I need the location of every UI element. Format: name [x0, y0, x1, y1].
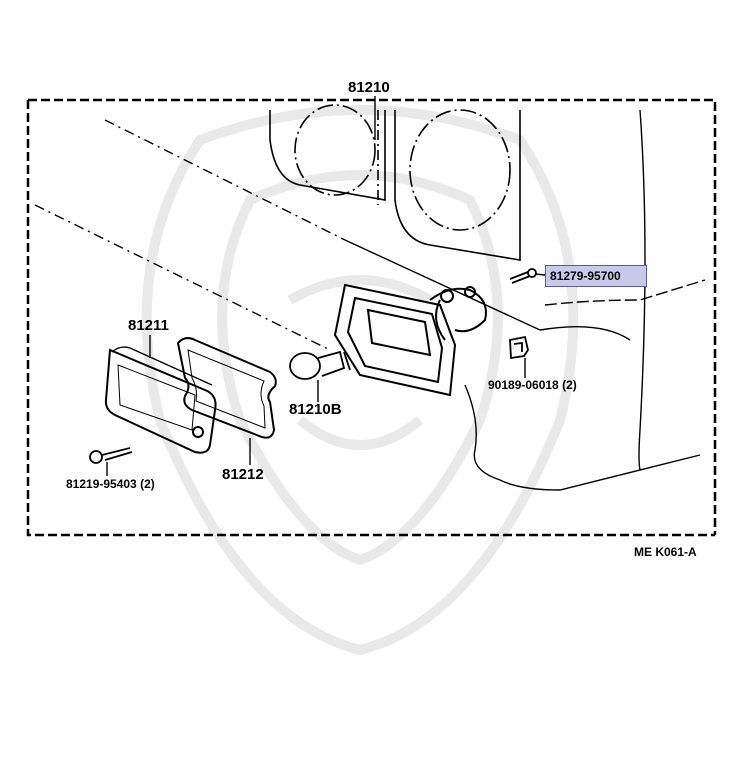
lens-part: [104, 346, 217, 454]
highlight-box: [545, 265, 647, 287]
label-90189-06018[interactable]: 90189-06018 (2): [488, 378, 577, 392]
bulb-part: [289, 350, 351, 380]
label-81210[interactable]: 81210: [348, 79, 390, 96]
screw-81219-head: [89, 450, 103, 464]
nut-90189: [509, 335, 529, 360]
vehicle-body-lines: [34, 109, 706, 491]
label-81211[interactable]: 81211: [128, 317, 169, 334]
screw-81279: [509, 271, 531, 284]
headlamp-housings: [269, 104, 521, 261]
screw-81219-shaft: [101, 447, 133, 461]
label-81279-95700[interactable]: 81279-95700: [550, 269, 621, 283]
label-81212[interactable]: 81212: [222, 466, 264, 483]
leader-lines: [106, 96, 546, 476]
figure-code: ME K061-A: [634, 545, 697, 559]
assembly-boundary: [26, 98, 717, 537]
gasket-part: [176, 337, 277, 439]
lamp-housing: [333, 283, 487, 397]
fasteners: [89, 268, 537, 464]
label-81219-95403[interactable]: 81219-95403 (2): [66, 477, 155, 491]
label-81210b[interactable]: 81210B: [289, 401, 342, 418]
watermark-emblem: [141, 105, 579, 656]
